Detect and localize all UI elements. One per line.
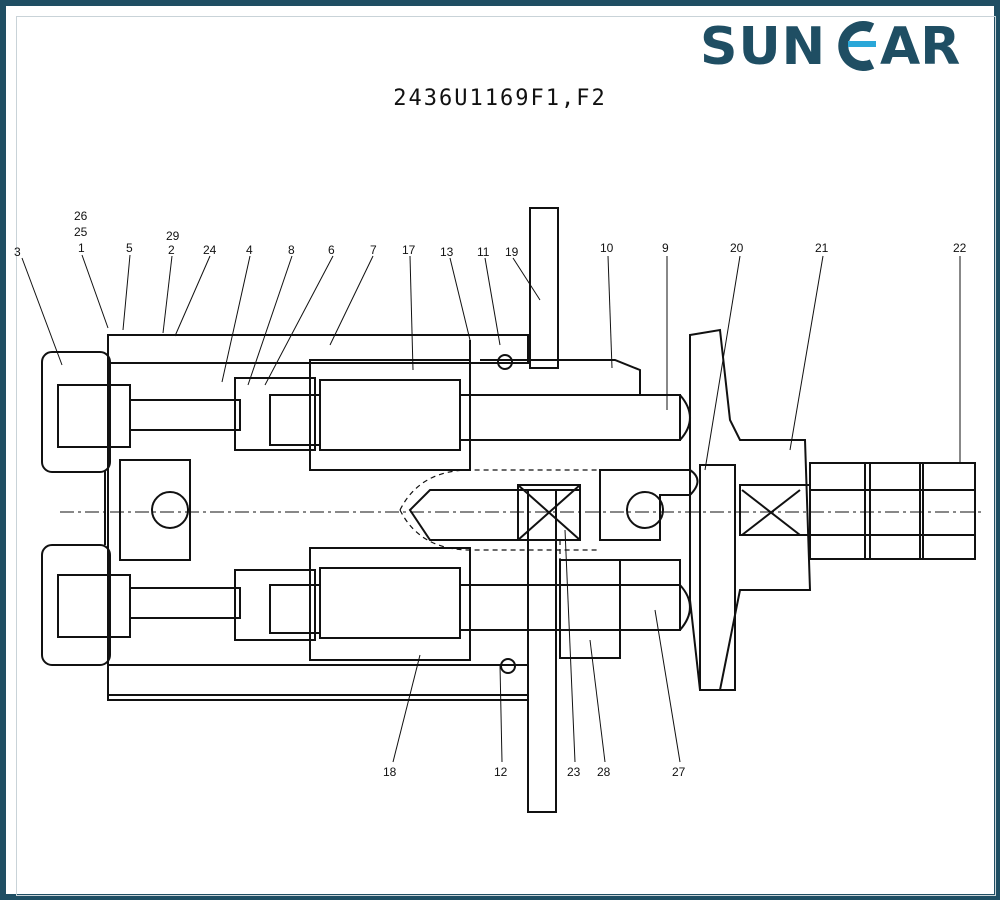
part-labels: 26 25 1 3 5 29 2 24 4 8 6 7 17 13 11 19 … (14, 209, 967, 779)
part-label-8: 8 (288, 243, 295, 257)
drawing-outline (41, 207, 976, 813)
part-label-3: 3 (14, 245, 21, 259)
part-label-10: 10 (600, 241, 614, 255)
part-label-9: 9 (662, 241, 669, 255)
part-label-24: 24 (203, 243, 217, 257)
suncar-logo: SUN AR (700, 17, 960, 74)
part-label-1: 1 (78, 241, 85, 255)
part-label-7: 7 (370, 243, 377, 257)
part-label-13: 13 (440, 245, 454, 259)
logo-text: SUN (700, 17, 826, 74)
part-label-11: 11 (477, 245, 490, 259)
drawing-title: 2436U1169F1,F2 (393, 86, 607, 111)
part-label-18: 18 (383, 765, 397, 779)
part-label-21: 21 (815, 241, 829, 255)
logo-c-mark (838, 21, 876, 71)
svg-text:AR: AR (880, 17, 960, 74)
part-label-22: 22 (953, 241, 967, 255)
part-label-28: 28 (597, 765, 611, 779)
part-label-19: 19 (505, 245, 519, 259)
part-label-20: 20 (730, 241, 744, 255)
part-label-27: 27 (672, 765, 686, 779)
inner-border (16, 16, 996, 896)
part-label-12: 12 (494, 765, 508, 779)
part-label-29: 29 (166, 229, 180, 243)
part-label-4: 4 (246, 243, 253, 257)
part-label-2: 2 (168, 243, 175, 257)
part-label-6: 6 (328, 243, 335, 257)
part-label-23: 23 (567, 765, 581, 779)
part-label-17: 17 (402, 243, 416, 257)
hidden-lines (399, 469, 600, 650)
part-label-26: 26 (74, 209, 88, 223)
part-label-5: 5 (126, 241, 133, 255)
leader-lines (21, 254, 961, 763)
part-label-25: 25 (74, 225, 88, 239)
